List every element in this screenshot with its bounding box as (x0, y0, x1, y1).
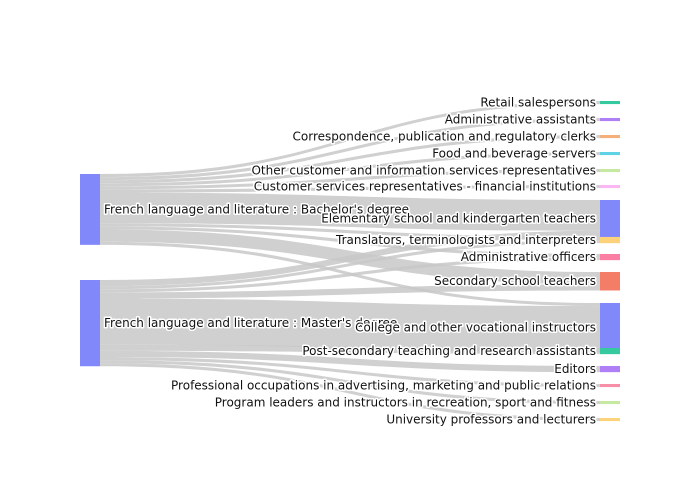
sankey-link[interactable] (100, 360, 600, 405)
target-node-label: Post-secondary teaching and research ass… (302, 344, 596, 358)
target-node[interactable] (600, 135, 620, 139)
target-node[interactable] (600, 118, 620, 122)
target-node-label: Administrative officers (461, 250, 596, 264)
links-layer (100, 101, 600, 422)
sankey-link[interactable] (100, 363, 600, 422)
target-node[interactable] (600, 169, 620, 173)
target-node-label: Administrative assistants (445, 113, 596, 127)
target-node-label: Program leaders and instructors in recre… (215, 396, 596, 410)
sankey-link[interactable] (100, 344, 600, 355)
sankey-link[interactable] (100, 152, 600, 187)
target-node[interactable] (600, 237, 620, 244)
target-node[interactable] (600, 366, 620, 373)
target-node[interactable] (600, 254, 620, 261)
target-node-label: University professors and lecturers (386, 413, 596, 427)
target-node-label: Translators, terminologists and interpre… (335, 233, 596, 247)
sankey-link[interactable] (100, 226, 600, 258)
target-node[interactable] (600, 384, 620, 388)
target-node-label: Secondary school teachers (434, 274, 596, 288)
sankey-link[interactable] (100, 357, 600, 388)
sankey-link[interactable] (100, 192, 600, 231)
sankey-link[interactable] (100, 350, 600, 373)
source-node[interactable] (80, 280, 100, 367)
sankey-link[interactable] (100, 230, 600, 287)
labels-layer: French language and literature : Bachelo… (103, 94, 598, 428)
sankey-link[interactable] (100, 135, 600, 184)
sankey-link[interactable] (100, 240, 600, 290)
sankey-link[interactable] (100, 101, 600, 178)
target-node-label: Editors (554, 362, 596, 376)
target-node[interactable] (600, 418, 620, 422)
target-node-label: Other customer and information services … (251, 164, 596, 178)
target-node-label: Elementary school and kindergarten teach… (321, 211, 596, 225)
target-node[interactable] (600, 200, 620, 237)
target-node-label: Retail salespersons (480, 96, 596, 110)
source-node-label: French language and literature : Master'… (104, 316, 397, 330)
sankey-link[interactable] (100, 257, 600, 293)
sankey-link[interactable] (100, 169, 600, 190)
sankey-link[interactable] (100, 223, 600, 241)
sankey-link[interactable] (100, 284, 600, 299)
target-node[interactable] (600, 101, 620, 105)
target-node[interactable] (600, 303, 620, 353)
target-node[interactable] (600, 348, 620, 355)
sankey-link[interactable] (100, 118, 600, 181)
target-node-label: Correspondence, publication and regulato… (293, 130, 597, 144)
sankey-link[interactable] (100, 185, 600, 193)
nodes-layer (80, 101, 620, 422)
target-node[interactable] (600, 401, 620, 405)
target-node[interactable] (600, 272, 620, 291)
target-node-label: Professional occupations in advertising,… (171, 379, 596, 393)
target-node-label: College and other vocational instructors (355, 321, 596, 335)
target-node-label: Food and beverage servers (432, 147, 596, 161)
source-node-label: French language and literature : Bachelo… (104, 202, 409, 216)
sankey-link[interactable] (100, 298, 600, 353)
target-node-label: Customer services representatives - fina… (254, 180, 596, 194)
source-node[interactable] (80, 174, 100, 245)
target-node[interactable] (600, 152, 620, 156)
target-node[interactable] (600, 185, 620, 189)
